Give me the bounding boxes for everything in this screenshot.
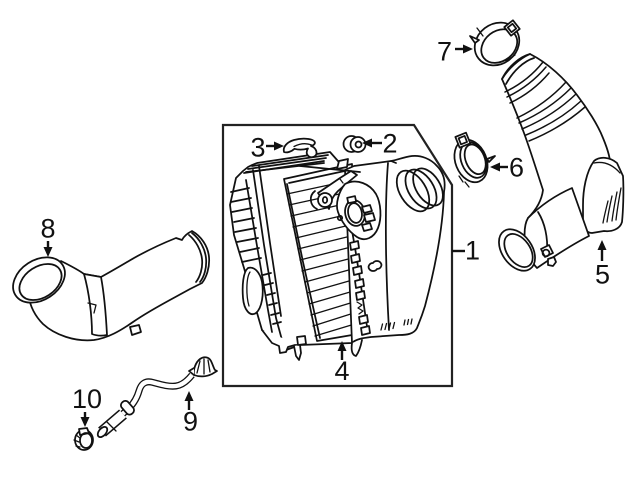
svg-text:10: 10 (72, 384, 102, 414)
svg-text:6: 6 (509, 153, 524, 183)
svg-text:5: 5 (595, 260, 610, 290)
svg-text:4: 4 (334, 356, 349, 386)
svg-text:2: 2 (382, 129, 397, 159)
svg-text:3: 3 (250, 133, 265, 163)
svg-text:1: 1 (465, 236, 480, 266)
svg-text:9: 9 (183, 407, 198, 437)
svg-text:8: 8 (40, 214, 55, 244)
svg-text:7: 7 (437, 37, 452, 67)
